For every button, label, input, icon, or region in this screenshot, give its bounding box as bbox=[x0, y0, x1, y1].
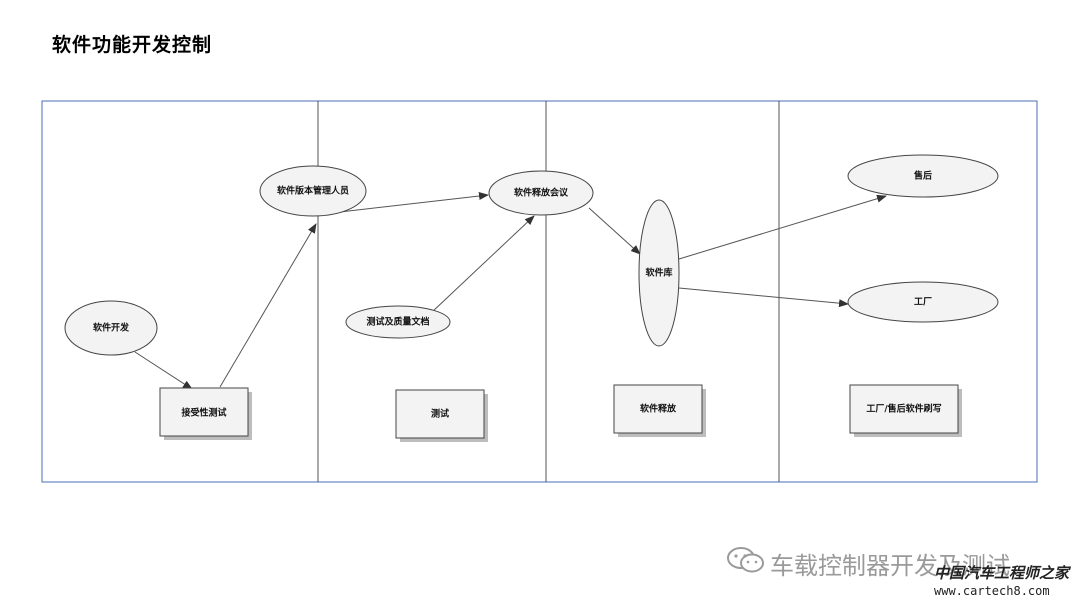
watermark-channel: 车载控制器开发及测试 bbox=[770, 552, 1010, 580]
node-flash: 工厂/售后软件刷写 bbox=[849, 384, 962, 437]
node-testing: 测试 bbox=[395, 389, 488, 442]
node-version-manager: 软件版本管理人员 bbox=[259, 165, 367, 217]
node-flash-label: 工厂/售后软件刷写 bbox=[866, 403, 941, 415]
arrow-repo-to-factory bbox=[678, 287, 849, 308]
arrow-meeting-to-repo bbox=[588, 207, 641, 255]
node-factory: 工厂 bbox=[847, 281, 999, 323]
arrow-docs-to-meeting bbox=[431, 215, 535, 313]
arrow-acceptance-to-manager bbox=[219, 223, 317, 388]
arrow-repo-to-aftersales bbox=[678, 194, 887, 260]
node-test-quality-docs-label: 测试及质量文档 bbox=[366, 316, 429, 328]
node-after-sales-label: 售后 bbox=[913, 170, 932, 182]
swimlane-frame bbox=[41, 100, 1038, 483]
node-acceptance-test: 接受性测试 bbox=[159, 387, 252, 440]
watermark-url: www.cartech8.com bbox=[934, 584, 1050, 598]
node-software-dev: 软件开发 bbox=[64, 300, 158, 356]
node-software-repo: 软件库 bbox=[638, 199, 680, 347]
node-after-sales: 售后 bbox=[847, 154, 999, 198]
node-software-release: 软件释放 bbox=[613, 384, 706, 437]
arrow-dev-to-acceptance bbox=[134, 351, 193, 390]
watermark-brand: 中国汽车工程师之家 bbox=[934, 564, 1070, 582]
node-testing-label: 测试 bbox=[431, 408, 449, 420]
wechat-icon bbox=[727, 547, 764, 573]
page-title: 软件功能开发控制 bbox=[52, 34, 213, 56]
node-software-repo-label: 软件库 bbox=[645, 267, 672, 279]
node-acceptance-test-label: 接受性测试 bbox=[181, 407, 226, 419]
node-release-meeting-label: 软件释放会议 bbox=[514, 187, 569, 199]
node-release-meeting: 软件释放会议 bbox=[488, 170, 594, 216]
node-version-manager-label: 软件版本管理人员 bbox=[277, 185, 349, 197]
node-software-release-label: 软件释放 bbox=[640, 403, 677, 415]
node-software-dev-label: 软件开发 bbox=[93, 322, 130, 334]
node-test-quality-docs: 测试及质量文档 bbox=[345, 305, 451, 339]
node-factory-label: 工厂 bbox=[914, 297, 932, 308]
